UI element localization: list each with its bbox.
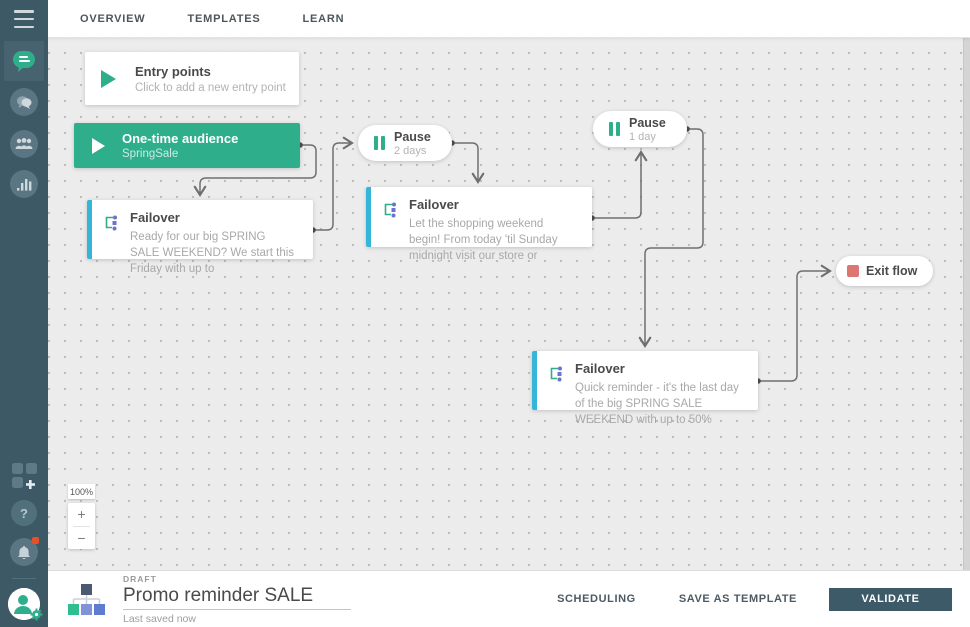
node-title: Entry points [135, 63, 211, 79]
node-title: One-time audience [122, 131, 239, 146]
status-badge: DRAFT [123, 573, 157, 584]
node-subtitle: Click to add a new entry point [135, 81, 286, 94]
last-saved-label: Last saved now [123, 612, 196, 625]
node-description: Quick reminder - it's the last day of th… [575, 382, 739, 426]
node-subtitle: SpringSale [122, 148, 179, 160]
play-icon [101, 69, 116, 88]
tab-templates[interactable]: TEMPLATES [187, 12, 261, 25]
notifications-icon[interactable] [10, 537, 39, 566]
avatar[interactable] [8, 588, 43, 621]
footer-actions: SCHEDULING SAVE AS TEMPLATE VALIDATE [557, 587, 952, 611]
flow-node-exit[interactable]: Exit flow [836, 256, 933, 286]
sidebar-item-analytics[interactable] [10, 170, 38, 198]
footer-bar: DRAFT Last saved now SCHEDULING SAVE AS … [48, 570, 970, 627]
flow-connectors [193, 126, 832, 384]
flow-node-pause-2-days[interactable]: Pause 2 days [358, 125, 452, 161]
help-icon[interactable]: ? [11, 500, 37, 526]
sidebar-item-conversations[interactable] [10, 88, 38, 116]
flow-node-pause-1-day[interactable]: Pause 1 day [593, 111, 687, 147]
failover-accent-bar [87, 200, 92, 259]
exit-flow-icon [847, 265, 859, 277]
top-nav: OVERVIEW TEMPLATES LEARN [48, 0, 970, 38]
node-subtitle: 2 days [394, 144, 427, 157]
play-icon [92, 137, 105, 154]
scheduling-button[interactable]: SCHEDULING [557, 593, 636, 605]
flow-node-failover-3[interactable]: Failover Quick reminder - it's the last … [532, 351, 758, 426]
zoom-level-indicator: 100% [68, 484, 95, 499]
tab-learn[interactable]: LEARN [302, 12, 345, 25]
node-title: Failover [409, 197, 459, 212]
validate-button[interactable]: VALIDATE [829, 587, 952, 611]
notification-badge [32, 537, 39, 544]
chat-bubble-icon [13, 51, 35, 72]
sidebar-item-audiences[interactable] [10, 130, 38, 158]
sidebar-item-flows-active[interactable] [4, 41, 44, 81]
flow-node-entry-points[interactable]: Entry points Click to add a new entry po… [85, 52, 299, 105]
bar-chart-icon [16, 178, 31, 191]
sidebar-divider [12, 578, 36, 579]
node-title: Pause [629, 115, 666, 130]
node-description: Ready for our big SPRING SALE WEEKEND? W… [130, 231, 295, 275]
pause-icon [609, 122, 620, 136]
conversations-icon [17, 95, 32, 109]
flow-node-failover-1[interactable]: Failover Ready for our big SPRING SALE W… [87, 200, 313, 275]
failover-icon [105, 215, 117, 231]
failover-icon [384, 202, 396, 218]
user-icon [8, 588, 40, 620]
node-title: Exit flow [866, 264, 918, 278]
flow-diagram-icon [68, 583, 105, 615]
sidebar: ? [0, 0, 48, 627]
flow-node-failover-2[interactable]: Failover Let the shopping weekend begin!… [366, 187, 592, 262]
node-description: Let the shopping weekend begin! From tod… [409, 218, 558, 262]
zoom-divider [73, 525, 90, 527]
settings-gear-icon [30, 608, 43, 621]
node-title: Pause [394, 129, 431, 144]
people-icon [15, 138, 33, 149]
node-subtitle: 1 day [629, 130, 656, 143]
save-as-template-button[interactable]: SAVE AS TEMPLATE [678, 593, 797, 605]
flow-node-one-time-audience[interactable]: One-time audience SpringSale [74, 123, 300, 168]
failover-icon [550, 366, 562, 382]
zoom-out-button[interactable]: − [77, 529, 86, 546]
bell-icon [18, 545, 30, 559]
flow-canvas[interactable]: Entry points Click to add a new entry po… [48, 38, 970, 570]
zoom-in-button[interactable]: + [77, 506, 86, 523]
question-mark: ? [20, 505, 28, 521]
menu-icon[interactable] [14, 10, 34, 28]
flow-title-input[interactable] [123, 583, 351, 610]
failover-accent-bar [532, 351, 537, 410]
failover-accent-bar [366, 187, 371, 247]
apps-grid-glyph [12, 463, 37, 489]
zoom-controls: + − [68, 503, 95, 549]
tab-overview[interactable]: OVERVIEW [80, 12, 146, 25]
pause-icon [374, 136, 385, 150]
apps-grid-icon[interactable] [9, 460, 39, 490]
node-title: Failover [130, 210, 180, 225]
node-title: Failover [575, 361, 625, 376]
canvas-scrollbar[interactable] [963, 38, 970, 570]
